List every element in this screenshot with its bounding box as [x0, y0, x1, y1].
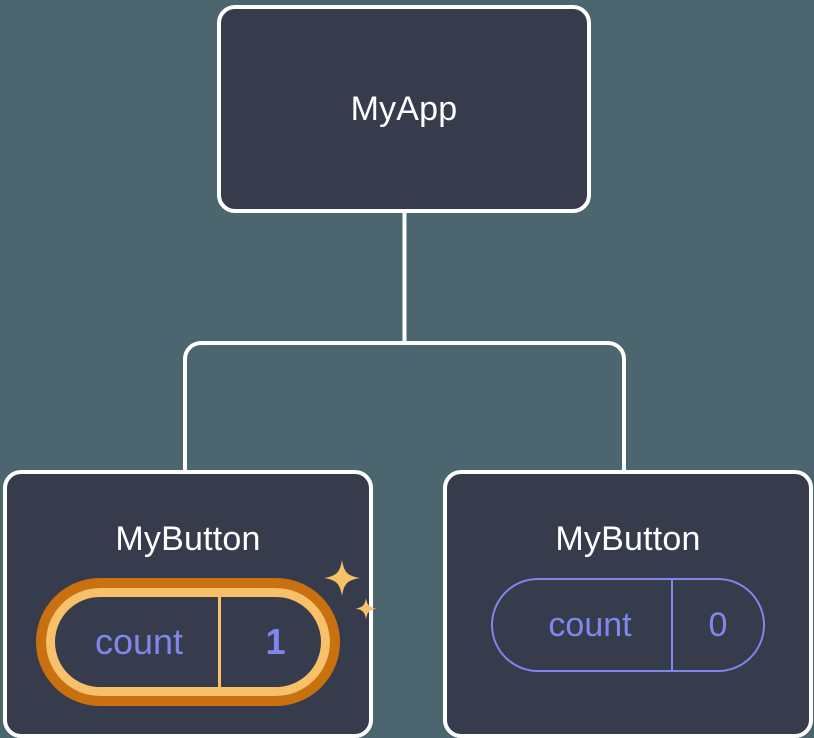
state-pill-right[interactable]: count 0	[491, 578, 765, 672]
state-value-left: 1	[218, 588, 330, 696]
node-mybutton-left[interactable]: MyButton count 1	[3, 470, 377, 738]
state-pill-left-highlighted[interactable]: count 1	[36, 578, 340, 706]
node-mybutton-right[interactable]: MyButton count 0	[443, 470, 813, 738]
node-mybutton-left-title: MyButton	[115, 520, 261, 558]
node-myapp-title: MyApp	[350, 90, 458, 128]
node-mybutton-right-title: MyButton	[555, 520, 701, 558]
state-key-right: count	[548, 606, 632, 644]
state-pill-right-wrapper: count 0	[491, 578, 765, 672]
state-pill-left-wrapper: count 1	[36, 560, 377, 706]
state-key-left: count	[94, 621, 184, 662]
node-myapp[interactable]: MyApp	[217, 5, 591, 213]
state-value-right: 0	[671, 580, 763, 670]
connector-bus-right	[404, 341, 626, 470]
connector-bus-left	[183, 341, 405, 470]
